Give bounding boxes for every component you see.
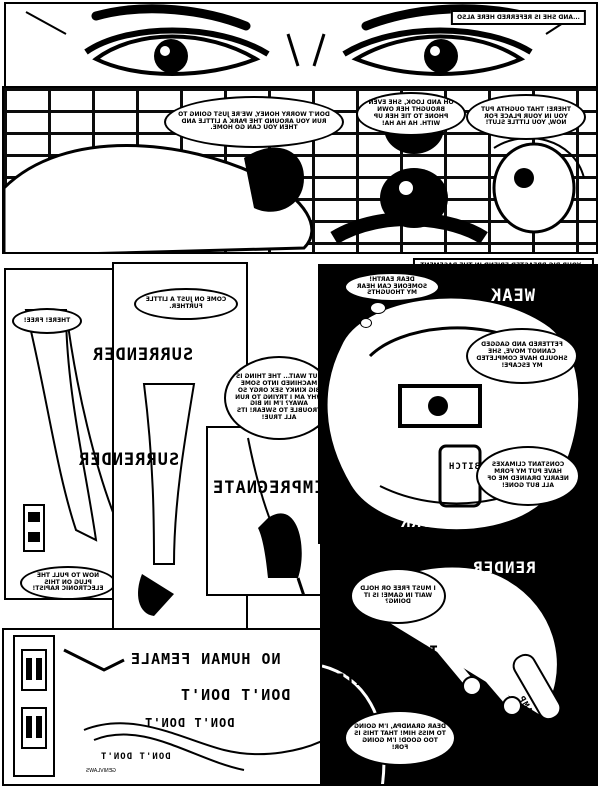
figure-art <box>4 102 585 252</box>
panel-legs: THERE! FREE! NOW TO PULL THE PLUG ON THI… <box>4 268 128 600</box>
balloon-p1-center: DON'T WORRY HONEY, WE'RE JUST GOING TO R… <box>164 96 344 148</box>
caption-top: ...AND SHE IS REFERRED HERE ALSO <box>451 10 586 25</box>
balloon-p3-thought-right: FETTERED AND GAGGED CANNOT MOVE, SHE SHO… <box>466 328 578 384</box>
panel-heel-inset <box>206 426 326 596</box>
artist-credit: GENIVLAWS <box>86 768 116 774</box>
panel-face: DEAR EARTH! SOMEONE CAN HEAR MY THOUGHTS… <box>318 264 598 544</box>
heel-inset-art <box>247 437 305 594</box>
sfx-dont-2: DON'T DON'T <box>144 716 235 730</box>
thought-bubble <box>360 318 372 328</box>
sfx-impregnate-2: IMPREGNATE <box>332 642 439 661</box>
balloon-p4-top: I MUST FREE OR HOLD WAIT IN GAME! IS IT … <box>350 568 446 624</box>
balloon-p3-thought-top: DEAR EARTH! SOMEONE CAN HEAR MY THOUGHTS <box>344 272 440 302</box>
face-art <box>324 295 582 533</box>
balloon-p2-top: COME ON JUST A LITTLE FURTHER. <box>134 288 238 320</box>
sfx-impregnate-1: IMPREGNATE <box>212 478 325 498</box>
sfx-surrender-1: SURRENDER <box>92 345 194 365</box>
sfx-dont-1: DON'T DON'T <box>180 686 291 704</box>
sfx-dont-3: DON'T DON'T <box>100 752 171 762</box>
sfx-render: RENDER <box>472 558 536 577</box>
panel-eyes: ...AND SHE IS REFERRED HERE ALSO <box>4 2 598 88</box>
sfx-no-human-female: NO HUMAN FEMALE <box>130 650 281 668</box>
balloon-p1-right-b: THERE! THAT OUGHTA PUT YOU IN YOUR PLACE… <box>466 94 586 140</box>
thought-bubble <box>370 302 386 314</box>
heels-art <box>138 383 196 616</box>
sfx-surr: SURR <box>400 512 443 531</box>
balloon-p2-topleft: THERE! FREE! <box>12 308 82 334</box>
device-art <box>13 635 320 777</box>
panel-brick-wall: DON'T WORRY HONEY, WE'RE JUST GOING TO R… <box>2 86 598 254</box>
panel-device: NO HUMAN FEMALE DON'T DON'T DON'T DON'T … <box>2 628 322 786</box>
sfx-surrender-2: SURRENDER <box>78 450 180 470</box>
panel-machine: I MUST FREE OR HOLD WAIT IN GAME! IS IT … <box>320 544 598 786</box>
sfx-impregnate-3: IMPREGNATE <box>334 670 441 689</box>
balloon-p1-right-a: OH AND LOOK, SHE EVEN BROUGHT HER OWN PH… <box>356 92 466 136</box>
balloon-p4-bottom: DEAR GRANDPA, I'M GOING TO MISS HIM! THA… <box>344 710 456 766</box>
balloon-p3-thought-right2: CONSTANT CLIMAXES HAVE PUT MY FORM NEARL… <box>476 446 580 506</box>
balloon-p2-bottom: NOW TO PULL THE PLUG ON THIS ELECTRONIC … <box>20 566 116 598</box>
sfx-weak: WEAK <box>490 286 535 306</box>
legs-art <box>23 309 117 552</box>
eyes-art <box>25 4 581 76</box>
sfx-phone-label: BITCH <box>448 462 481 472</box>
